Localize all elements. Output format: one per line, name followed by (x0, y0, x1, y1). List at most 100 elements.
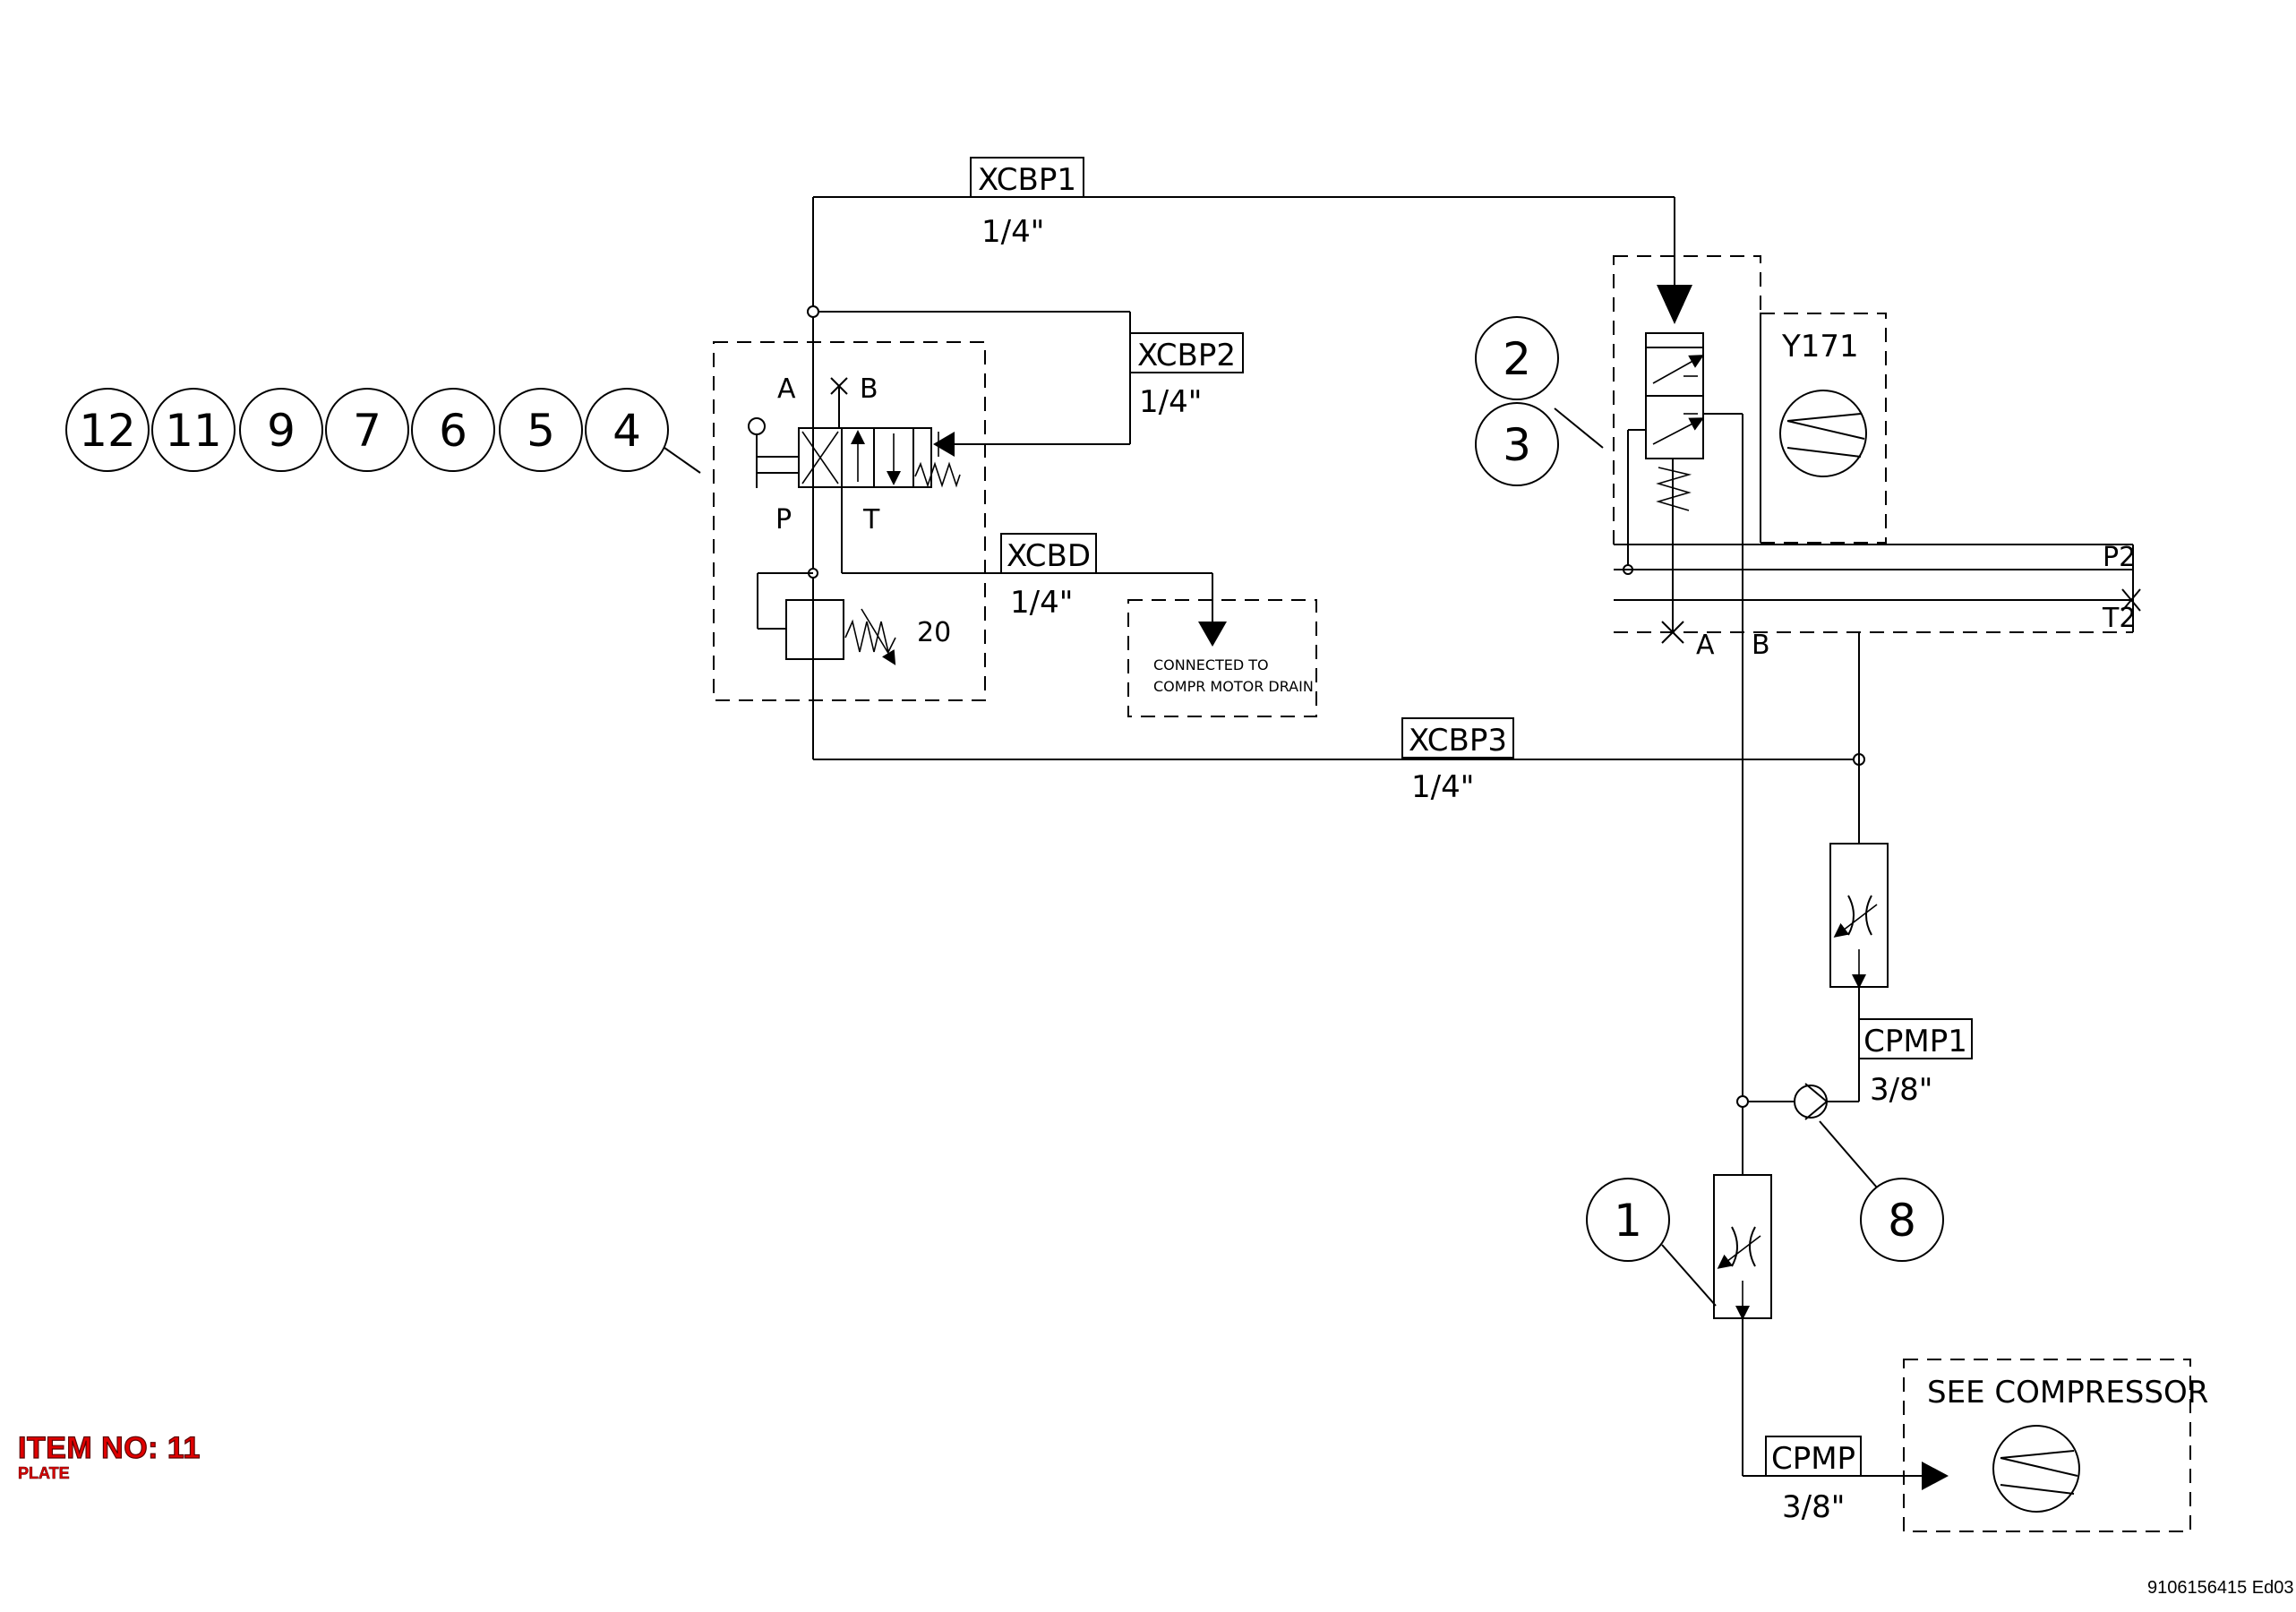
restrictor-upper-curve-2 (1865, 895, 1872, 936)
valve-spool-right (912, 427, 932, 488)
drain-note: CONNECTED TO COMPR MOTOR DRAIN (1127, 599, 1317, 717)
item-subtitle: PLATE (18, 1464, 70, 1483)
svg-text:6: 6 (439, 405, 467, 457)
return-spring (914, 461, 961, 488)
svg-text:XCBP2: XCBP2 (1137, 338, 1236, 373)
port-t2-label: T2 (2102, 603, 2136, 634)
leader-line-1 (1661, 1244, 1717, 1307)
tag-xcbd: XCBD 1/4" (1000, 533, 1097, 621)
tag-xcbp1: XCBP1 1/4" (970, 157, 1084, 250)
flow-restrictor-upper (1829, 843, 1889, 989)
compressor-inlet-triangle (1922, 1462, 1949, 1490)
y171-label: Y171 (1781, 329, 1859, 364)
valve-envelope (713, 341, 986, 701)
leader-line-2-3 (1554, 407, 1604, 449)
t2-block-2 (2121, 588, 2141, 612)
check-valve-seat-1 (1804, 1083, 1828, 1102)
balloon-8: 8 (1860, 1178, 1944, 1262)
balloon-5: 5 (499, 388, 583, 472)
size-cpmp1: 3/8" (1870, 1072, 1932, 1108)
solenoid-cap (1645, 332, 1704, 348)
balloon-4: 4 (585, 388, 669, 472)
tag-xcbp2: XCBP2 1/4" (1129, 332, 1244, 420)
svg-text:XCBD: XCBD (1007, 538, 1091, 574)
compressor-motor-line-2 (2000, 1457, 2078, 1477)
relief-adjust-arrow (861, 608, 896, 665)
pilot-triangle (933, 432, 955, 457)
size-xcbp2: 1/4" (1139, 384, 1202, 420)
solenoid-envelope (1613, 255, 1761, 545)
restrictor-upper-arrow (1833, 904, 1878, 938)
junction-check (1736, 1095, 1749, 1108)
tag-cpmp: CPMP 3/8" (1765, 1436, 1862, 1525)
svg-text:8: 8 (1888, 1195, 1916, 1247)
compressor-envelope (1903, 1359, 2191, 1532)
check-valve-ball (1794, 1085, 1828, 1119)
port-p-label: P (775, 504, 792, 536)
solenoid-section-bottom (1645, 395, 1704, 459)
relief-spring (844, 619, 896, 655)
solenoid-y171: Y171 (1760, 313, 1887, 544)
compressor-reference: SEE COMPRESSOR (1903, 1359, 2208, 1532)
y171-coil-line-2 (1786, 420, 1865, 440)
balloon-9: 9 (239, 388, 323, 472)
y171-coil (1779, 390, 1867, 477)
y171-envelope (1760, 313, 1887, 544)
drain-triangle (1198, 622, 1227, 647)
port-p2-label: P2 (2103, 542, 2136, 573)
flow-restrictor-lower (1713, 1174, 1772, 1320)
size-cpmp: 3/8" (1782, 1489, 1845, 1525)
check-valve (1736, 1059, 1860, 1120)
svg-text:CPMP1: CPMP1 (1863, 1024, 1967, 1059)
drain-note-line-1: CONNECTED TO (1153, 656, 1269, 673)
svg-text:1: 1 (1614, 1195, 1642, 1247)
restrictor-lower-curve-1 (1731, 1226, 1738, 1267)
cross-arrow-2 (801, 431, 839, 484)
solenoid-flow-1 (1652, 355, 1704, 384)
port-a2-label: A (1696, 630, 1715, 661)
restrictor-lower-arrow (1717, 1235, 1761, 1269)
balloon-7: 7 (325, 388, 409, 472)
document-number: 9106156415 Ed03 (2147, 1578, 2294, 1598)
balloon-group-left: 12 11 9 7 6 5 4 (65, 388, 701, 474)
port-a-label: A (777, 373, 796, 405)
balloon-3: 3 (1475, 402, 1559, 486)
svg-text:4: 4 (613, 405, 641, 457)
size-xcbp3: 1/4" (1411, 769, 1474, 805)
valve-spool-mid (841, 427, 914, 488)
y171-coil-line-3 (1786, 447, 1862, 458)
balloon-6: 6 (411, 388, 495, 472)
check-valve-seat-2 (1804, 1101, 1828, 1120)
svg-text:3: 3 (1503, 419, 1531, 471)
size-xcbp1: 1/4" (981, 214, 1044, 250)
item-number: ITEM NO: 11 (17, 1430, 201, 1465)
svg-text:11: 11 (165, 405, 222, 457)
svg-text:5: 5 (527, 405, 555, 457)
port-b2-label: B (1752, 630, 1770, 661)
restrictor-lower-curve-2 (1749, 1226, 1756, 1267)
svg-text:XCBP1: XCBP1 (978, 162, 1076, 198)
compressor-motor-line-1 (2000, 1450, 2075, 1459)
port-a-block-2 (1661, 621, 1684, 644)
junction-top (807, 305, 819, 318)
directional-valve-assembly: A B P T 20 (713, 196, 1675, 759)
drain-note-line-2: COMPR MOTOR DRAIN (1153, 678, 1314, 695)
relief-valve-body (785, 599, 844, 660)
port-b-label: B (860, 373, 878, 405)
size-xcbd: 1/4" (1010, 585, 1073, 621)
compressor-motor-line-3 (2000, 1484, 2075, 1495)
balloon-11: 11 (151, 388, 236, 472)
balloon-1: 1 (1586, 1178, 1670, 1262)
item-label-block: ITEM NO: 11 PLATE (17, 1430, 201, 1483)
svg-text:12: 12 (79, 405, 136, 457)
y171-coil-line-1 (1786, 413, 1862, 422)
tag-xcbp3: XCBP3 1/4" (1401, 717, 1514, 805)
compressor-motor (1992, 1425, 2080, 1513)
restrictor-upper-curve-1 (1847, 895, 1855, 936)
lever-knob (748, 417, 766, 435)
svg-text:XCBP3: XCBP3 (1409, 723, 1507, 759)
solenoid-flow-2 (1652, 417, 1705, 445)
svg-text:7: 7 (353, 405, 381, 457)
manifold-lines: P2 T2 A B (1614, 542, 2141, 759)
